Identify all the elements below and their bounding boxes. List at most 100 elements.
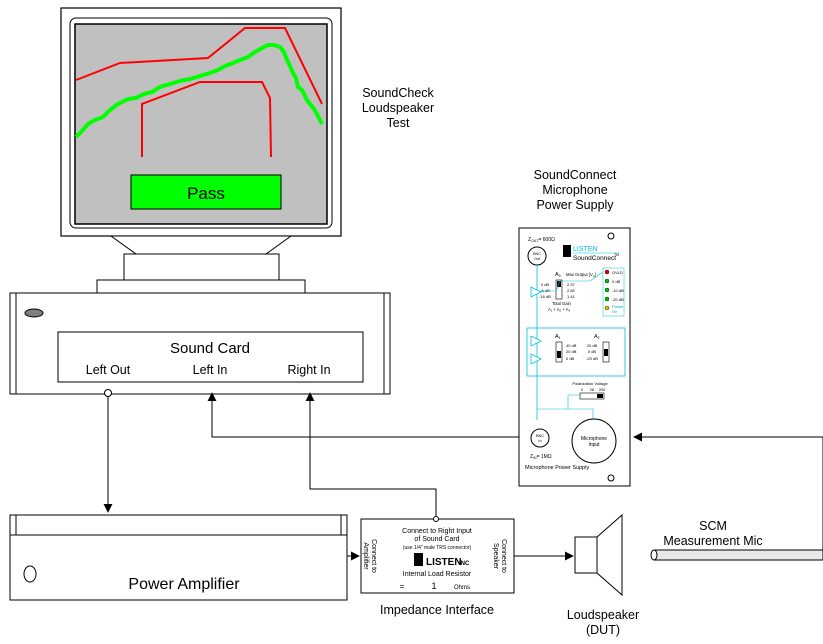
a3-switch[interactable] (555, 279, 563, 300)
soundconnect-label-line1: SoundConnect (533, 168, 617, 182)
a2-gain-0: 20 dB (587, 343, 598, 348)
a3-amp-symbol (530, 286, 542, 298)
max-val-2: 1.41 (567, 294, 576, 299)
total-gain-formula: A₁ + A₂ + A₃ (548, 307, 570, 312)
bnc-out-connector[interactable] (527, 246, 547, 266)
soundconnect-label-line3: Power Supply (536, 198, 614, 212)
psu-screw-bottom (607, 474, 615, 482)
led-label-20db: -20 dB (612, 297, 624, 302)
wire-psu-to-leftin (207, 392, 528, 438)
led-minus10db (604, 287, 610, 293)
svg-text:Amplifier: Amplifier (362, 542, 369, 570)
svg-text:Speaker: Speaker (492, 543, 499, 570)
polarization-switch-thumb (597, 394, 603, 398)
a1-amp-symbol (530, 335, 542, 347)
response-curve (74, 43, 324, 139)
a1-label: A1 (555, 334, 561, 340)
interface-trs-port[interactable] (433, 516, 439, 522)
svg-text:Connect to: Connect to (500, 539, 507, 573)
port-left-out[interactable] (104, 389, 112, 397)
gain-section-frame (526, 327, 626, 377)
a3-gain-1: -6 dB (540, 288, 550, 293)
psu-brand: LISTEN (573, 246, 598, 253)
psu-tm: TM (614, 253, 619, 257)
resistor-unit: Ohms (454, 585, 470, 591)
psu-zin: ZIN= 1MΩ (530, 454, 552, 460)
led-label-on: On (612, 309, 617, 314)
mic-tip (650, 549, 658, 561)
polarization-switch[interactable] (579, 392, 605, 400)
wire-mic-to-psu (633, 432, 823, 555)
a1-switch-thumb (557, 351, 561, 358)
led-minus20db (604, 296, 610, 302)
interface-box (360, 518, 515, 594)
amp-power-knob[interactable] (23, 565, 37, 583)
port-left-in-label: Left In (193, 363, 228, 377)
a1-gain-0: 40 dB (566, 343, 577, 348)
computer: Sound Card Left Out Left In Right In (9, 292, 391, 397)
port-left-out-label: Left Out (86, 363, 131, 377)
loudspeaker-label-line1: Loudspeaker (567, 608, 639, 622)
resistor-equals: = (400, 582, 405, 591)
monitor-neck (109, 235, 293, 255)
power-amplifier: Power Amplifier (9, 514, 348, 601)
led-0db (604, 278, 610, 284)
wire-interface-to-rightin (305, 392, 437, 516)
monitor-base (96, 279, 306, 294)
listen-logo-text: LISTEN (426, 557, 462, 568)
connect-amplifier-text: Connect to Amplifier (362, 539, 377, 573)
power-supply-panel: ZOUT= 600Ω LISTEN SoundConnect TM BNC Ou… (518, 227, 631, 487)
loudspeaker-label-line2: (DUT) (586, 623, 620, 637)
bnc-in-label2: In (538, 439, 541, 443)
bnc-in-connector[interactable] (530, 428, 550, 448)
sound-card (57, 331, 364, 383)
pass-status-bar (130, 174, 282, 210)
a3-gain-0: 0 dB (541, 282, 550, 287)
drive-slot (24, 308, 44, 318)
total-gain-label: Total Gain (552, 301, 572, 306)
svg-text:Connect to: Connect to (370, 539, 377, 573)
led-label-0db: 0 dB (612, 279, 621, 284)
max-val-0: 2.97 (567, 282, 576, 287)
a2-gain-2: -20 dB (586, 356, 598, 361)
led-label-power: Power (612, 304, 624, 309)
soundconnect-label-line2: Microphone (542, 183, 608, 197)
psu-product: SoundConnect (573, 255, 616, 262)
a3-label: A3 (555, 272, 561, 278)
polarization-label: Polarization Voltage (572, 381, 608, 386)
speaker-magnet (574, 536, 598, 574)
a1-gain-1: 20 dB (566, 349, 577, 354)
polarization-val-0: 0 (581, 388, 583, 392)
power-amplifier-label: Power Amplifier (128, 576, 240, 593)
psu-trace-a3 (537, 271, 604, 292)
amp-case (9, 514, 348, 601)
polarization-val-2: 200 (599, 388, 605, 392)
port-right-in-label: Right In (287, 363, 330, 377)
monitor-stand (123, 253, 280, 281)
a3-gain-2: -16 dB (539, 294, 551, 299)
connect-right-input-line2: of Sound Card (414, 536, 459, 543)
mic-label-line1: SCM (699, 519, 727, 533)
connect-right-input-line1: Connect to Right Input (402, 528, 472, 535)
mic-input-label2: Input (588, 442, 600, 448)
impedance-interface-caption: Impedance Interface (380, 603, 494, 617)
resistor-value: 1 (431, 581, 436, 591)
psu-trace-mic (568, 408, 594, 420)
a2-amp-symbol (530, 353, 542, 365)
max-output-label: Max Output [Vp] (566, 272, 596, 278)
bnc-out-label2: Out (534, 257, 541, 261)
psu-zout: ZOUT= 600Ω (528, 237, 555, 243)
upper-limit-curve (75, 27, 323, 105)
soundcheck-label-line1: SoundCheck (362, 86, 434, 100)
soundcheck-label-line2: Loudspeaker (361, 101, 435, 115)
polarization-val-1: 28 (590, 388, 594, 392)
led-label-10db: -10 dB (612, 288, 624, 293)
max-val-1: 2.82 (567, 288, 576, 293)
led-group-frame (602, 267, 625, 317)
listen-logo: LISTEN INC (414, 553, 470, 568)
lower-limit-curve (141, 81, 272, 158)
monitor: Pass (60, 7, 342, 294)
microphone-input-connector[interactable] (571, 418, 617, 464)
mic-input-label1: Microphone (581, 436, 607, 442)
